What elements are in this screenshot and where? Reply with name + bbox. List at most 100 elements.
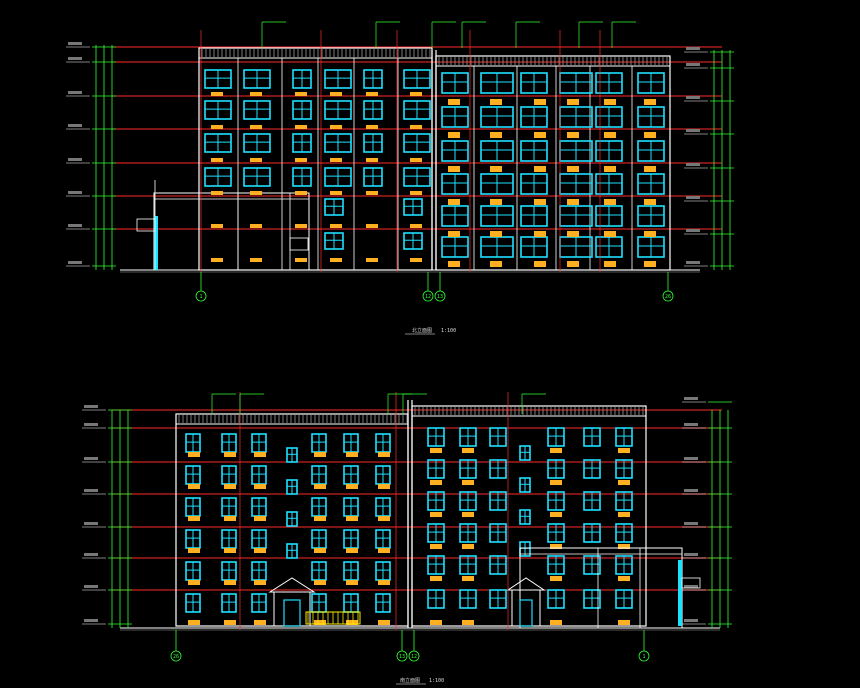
window (489, 491, 507, 511)
window (363, 133, 383, 153)
grid-label: 1 (642, 654, 645, 660)
balcony-panel (250, 191, 262, 195)
window (559, 173, 593, 195)
balcony-panel (346, 452, 358, 457)
balcony-panel (550, 448, 562, 453)
window (459, 589, 477, 609)
balcony-panel (314, 452, 326, 457)
balcony-panel (314, 620, 326, 625)
balcony-panel (567, 261, 579, 267)
balcony-panel (567, 166, 579, 172)
balcony-panel (224, 580, 236, 585)
window (559, 106, 593, 128)
window (343, 593, 359, 613)
balcony-panel (618, 448, 630, 453)
balcony-panel (550, 576, 562, 581)
window (583, 459, 601, 479)
balcony-panel (346, 484, 358, 489)
podium-glass (154, 216, 158, 270)
window (615, 427, 633, 447)
balcony-panel (254, 548, 266, 553)
window (311, 497, 327, 517)
balcony-panel (211, 92, 223, 96)
stair-window (286, 511, 298, 527)
balcony-panel (295, 125, 307, 129)
level-tag (84, 553, 98, 556)
window (427, 491, 445, 511)
balcony-panel (250, 92, 262, 96)
balcony-panel (462, 448, 474, 453)
balcony-panel (366, 92, 378, 96)
level-tag (686, 63, 700, 66)
grid-axis: 13 (434, 272, 446, 302)
window (427, 459, 445, 479)
window (520, 236, 548, 258)
window (243, 100, 271, 120)
balcony-panel (550, 620, 562, 625)
window (559, 72, 593, 94)
balcony-panel (490, 231, 502, 237)
grid-bubble (638, 650, 650, 662)
window (243, 167, 271, 187)
balcony-panel (224, 516, 236, 521)
window (427, 427, 445, 447)
balcony-panel (378, 452, 390, 457)
balcony-panel (644, 261, 656, 267)
window (489, 555, 507, 575)
level-tag (68, 224, 82, 227)
window (441, 72, 469, 94)
window (251, 497, 267, 517)
lower-title-text: 南立面图 (400, 678, 421, 684)
stair-window (286, 447, 298, 463)
window (185, 497, 201, 517)
level-tag (686, 229, 700, 232)
right-wing (407, 400, 647, 628)
window (204, 133, 232, 153)
side-entrance (506, 577, 546, 627)
window (547, 491, 565, 511)
grid-bubble (170, 650, 182, 662)
window (520, 106, 548, 128)
grid-label: 26 (173, 654, 179, 660)
window (480, 72, 514, 94)
balcony-panel (604, 231, 616, 237)
window (615, 523, 633, 543)
window (427, 523, 445, 543)
balcony-panel (254, 516, 266, 521)
level-tag (686, 47, 700, 50)
balcony-panel (378, 620, 390, 625)
window (615, 459, 633, 479)
balcony-panel (550, 480, 562, 485)
entrance-door (283, 599, 301, 627)
grid-bubble (662, 290, 674, 302)
window (459, 523, 477, 543)
upper-elevation-title: 北立面图 1:100 (412, 327, 456, 334)
balcony-panel (250, 258, 262, 262)
window (185, 593, 201, 613)
window (251, 529, 267, 549)
window (324, 167, 352, 187)
balcony-panel (567, 199, 579, 205)
level-tag (686, 261, 700, 264)
level-tag (84, 423, 98, 426)
dimension-chain (682, 397, 732, 628)
balcony-panel (250, 224, 262, 228)
dimension-chain (82, 405, 132, 628)
balcony-panel (295, 191, 307, 195)
podium-block (506, 547, 701, 629)
balcony-panel (314, 516, 326, 521)
balcony-panel (550, 544, 562, 549)
balcony-panel (430, 480, 442, 485)
window (363, 100, 383, 120)
balcony-panel (346, 620, 358, 625)
balcony-panel (224, 452, 236, 457)
stair-window (286, 543, 298, 559)
window (204, 100, 232, 120)
window (185, 529, 201, 549)
window (292, 69, 312, 89)
level-tag (684, 457, 698, 460)
balcony-panel (448, 132, 460, 138)
balcony-panel (567, 132, 579, 138)
level-tag (68, 158, 82, 161)
